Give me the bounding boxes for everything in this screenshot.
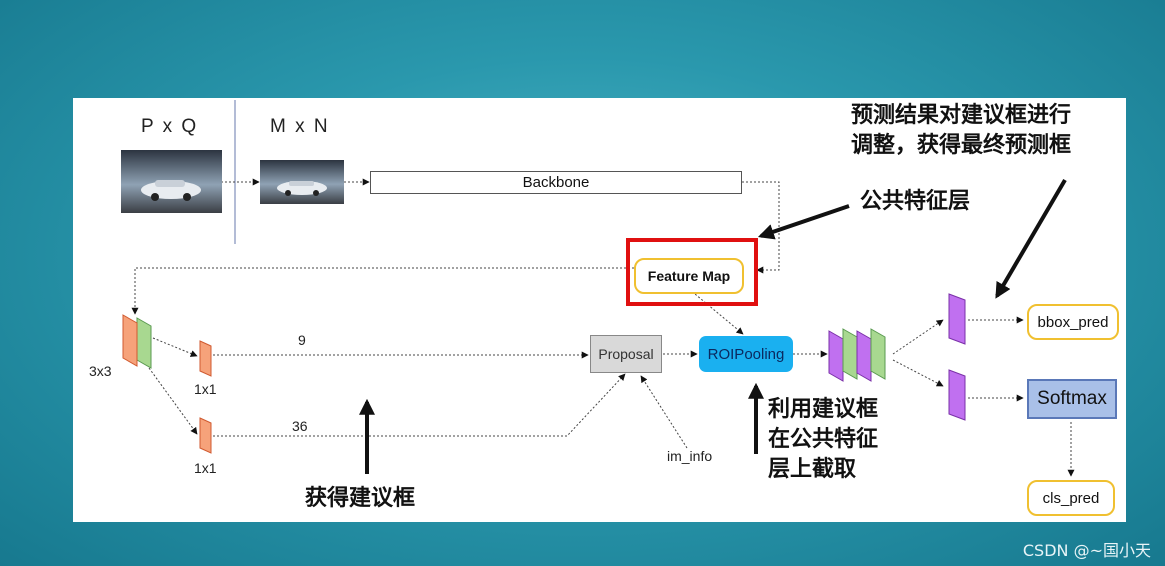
adjust-annotation-line2: 调整，获得最终预测框	[851, 133, 1072, 158]
get-proposals-annotation: 获得建议框	[305, 486, 416, 511]
crop-annotation: 利用建议框 在公共特征 层上截取	[768, 395, 878, 485]
roi-feature-layer-2	[842, 328, 858, 380]
crop-annotation-line3: 层上截取	[768, 457, 857, 482]
adjust-arrow	[995, 178, 1067, 299]
features-to-top-branch-connector	[892, 319, 944, 355]
watermark: CSDN @~国小天	[1022, 541, 1151, 560]
shared-layer-annotation: 公共特征层	[860, 189, 971, 214]
roipooling-box: ROIPooling	[699, 336, 793, 372]
adjust-annotation-line1: 预测结果对建议框进行	[851, 103, 1072, 128]
crop-annotation-line2: 在公共特征	[768, 427, 879, 452]
roi-feature-layer-1	[828, 330, 844, 382]
bbox-branch-block	[948, 293, 966, 345]
backbone-box: Backbone	[370, 171, 742, 194]
im-info-label: im_info	[667, 448, 713, 464]
feature-map-box: Feature Map	[634, 258, 744, 294]
conv-to-1x1-bottom-connector	[148, 367, 198, 435]
conv-to-1x1-top-connector	[152, 337, 198, 357]
anchors-9-label: 9	[298, 332, 306, 348]
backbone-to-featmap-connector	[742, 181, 780, 274]
conv3x3-back-layer	[136, 317, 152, 369]
anchors-36-label: 36	[292, 418, 308, 434]
conv1x1-bottom-label: 1x1	[194, 460, 217, 476]
features-to-bottom-branch-connector	[892, 359, 944, 387]
roi-feature-layer-4	[870, 328, 886, 380]
crop-annotation-line1: 利用建议框	[768, 397, 879, 422]
conv1x1-top-block	[199, 340, 212, 377]
cls-pred-box: cls_pred	[1027, 480, 1115, 516]
header-pxq: P x Q	[141, 116, 199, 137]
iminfo-to-proposal-connector	[640, 375, 688, 449]
feature-map-highlight	[626, 238, 758, 306]
input-photo-mxn	[260, 160, 344, 204]
featmap-to-conv-connector	[131, 267, 634, 315]
conv3x3-label: 3x3	[89, 363, 112, 379]
roi-feature-layer-3	[856, 330, 872, 382]
diagram-panel: P x Q M x N Backbone Feature Map Proposa…	[73, 98, 1126, 522]
conv1x1-bottom-block	[199, 417, 212, 454]
conv3x3-front-layer	[122, 314, 138, 367]
bbox-pred-box: bbox_pred	[1027, 304, 1119, 340]
input-photo-pxq	[121, 150, 222, 213]
cls-branch-block	[948, 369, 966, 421]
header-mxn: M x N	[270, 116, 330, 137]
1x1-bottom-to-proposal-connector	[213, 373, 626, 437]
conv1x1-top-label: 1x1	[194, 381, 217, 397]
proposal-box: Proposal	[590, 335, 662, 373]
diagram-canvas	[122, 100, 1075, 477]
adjust-annotation: 预测结果对建议框进行 调整，获得最终预测框	[851, 101, 1071, 161]
softmax-box: Softmax	[1027, 379, 1117, 419]
shared-layer-arrow	[757, 204, 850, 240]
